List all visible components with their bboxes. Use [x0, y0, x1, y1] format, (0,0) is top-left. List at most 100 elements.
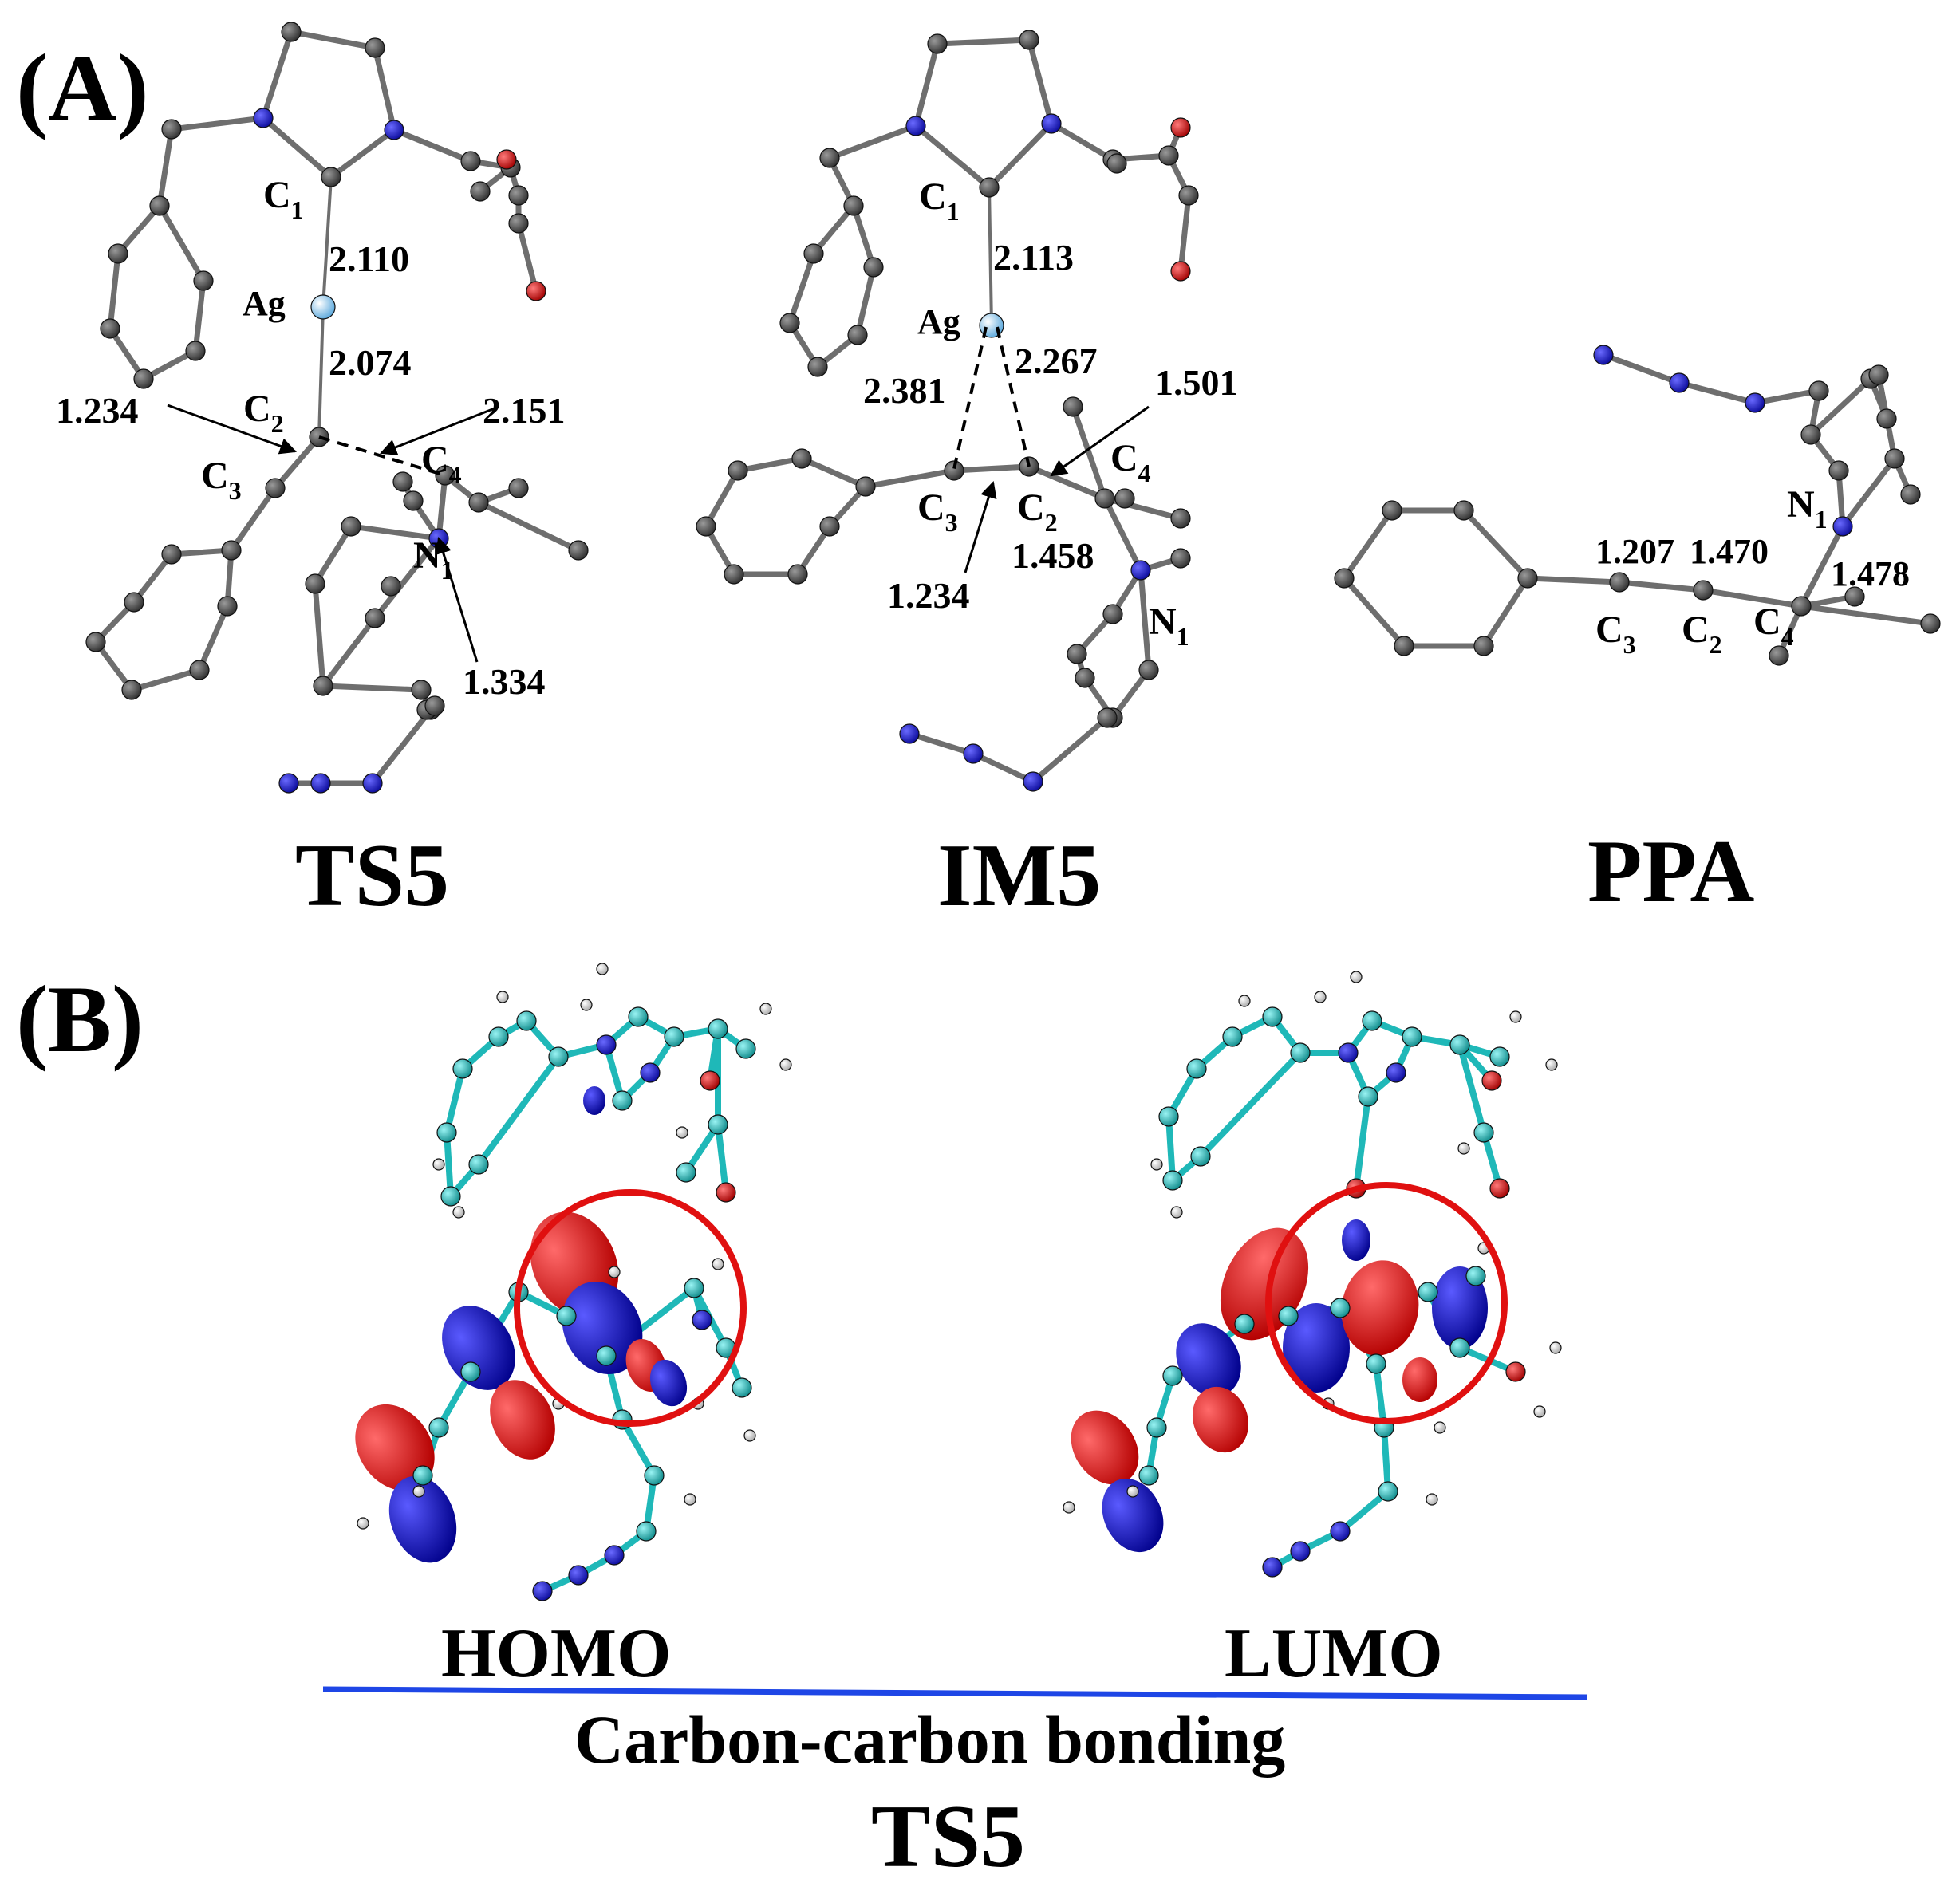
lumo-orbital-lobe-negative — [1102, 1478, 1164, 1553]
ts5-n1-label: N1 — [413, 534, 454, 585]
ts5-atom-n-2 — [384, 120, 404, 140]
ppa-atom-c-7 — [1693, 580, 1714, 601]
ppa-atom-c-12 — [1828, 460, 1849, 481]
ppa-bond-23 — [1808, 376, 1874, 438]
lumo-atom-cm-10 — [1489, 1046, 1510, 1067]
ts5-bond-8 — [107, 250, 121, 332]
im5-atom-c-8 — [779, 313, 800, 333]
homo-atom-n-34 — [532, 1581, 553, 1601]
lumo-atom-h-45 — [1533, 1405, 1546, 1418]
im5-atom-c-21 — [855, 476, 876, 497]
ppa-dist-c2-c4: 1.470 — [1690, 532, 1769, 571]
homo-atom-cm-1 — [488, 1026, 509, 1047]
ppa-bond-16 — [1752, 388, 1822, 406]
lumo-atom-h-20 — [1509, 1010, 1522, 1023]
ts5-atom-c-9 — [133, 368, 154, 389]
homo-label: HOMO — [441, 1615, 671, 1692]
ts5-atom-c-24 — [124, 592, 144, 613]
ppa-bond-12 — [1798, 523, 1846, 609]
ts5-atom-c-33 — [568, 540, 589, 561]
ts5-dist-c2-c3: 1.234 — [56, 390, 139, 431]
ts5-atom-c-39 — [365, 608, 385, 628]
lumo-atom-n-33 — [1290, 1541, 1311, 1562]
lumo-atom-cm-29 — [1366, 1353, 1386, 1374]
ts5-atom-c-26 — [121, 680, 142, 700]
homo-bond-12 — [715, 1121, 729, 1196]
im5-atom-c-19 — [944, 460, 964, 481]
lumo-atom-cm-3 — [1290, 1042, 1311, 1063]
im5-atom-c-27 — [819, 516, 840, 537]
panel-b-label: (B) — [16, 966, 144, 1072]
im5-bond-42 — [1030, 715, 1110, 785]
ppa-bond-8 — [1700, 587, 1804, 609]
ppa-dist-c3-c2: 1.207 — [1595, 532, 1674, 571]
lumo-bond-21 — [1373, 1361, 1387, 1431]
im5-bond-24 — [703, 467, 741, 530]
ppa-atom-c-4 — [1473, 636, 1494, 656]
lumo-atom-cm-8 — [1358, 1086, 1378, 1107]
im5-bond-2 — [986, 120, 1055, 191]
homo-atom-o-12 — [716, 1182, 736, 1203]
ts5-bond-25 — [131, 551, 175, 605]
lumo-atom-cm-31 — [1378, 1481, 1398, 1502]
im5-bond-1 — [1026, 37, 1055, 127]
ppa-atom-c-8 — [1791, 596, 1812, 617]
lumo-atom-cm-9 — [1449, 1034, 1470, 1055]
im5-ag-label: Ag — [917, 302, 960, 341]
ts5-bond-12 — [156, 203, 207, 284]
im5-bond-0 — [934, 37, 1032, 47]
homo-atom-cm-0 — [452, 1058, 473, 1079]
im5-bond-40 — [1138, 567, 1152, 673]
im5-bond-44 — [906, 731, 976, 757]
im5-atom-c-35 — [1067, 644, 1087, 664]
lumo-atom-n-32 — [1330, 1521, 1351, 1542]
homo-atom-cm-39 — [428, 1417, 449, 1438]
bracket-divider-line — [322, 1686, 1588, 1700]
ppa-bond-18 — [1600, 352, 1682, 386]
homo-atom-cm-17 — [468, 1154, 489, 1175]
lumo-atom-cm-11 — [1473, 1122, 1494, 1143]
ppa-atom-c-9 — [1769, 645, 1789, 666]
homo-atom-n-4 — [596, 1034, 617, 1055]
im5-structure-name: IM5 — [937, 826, 1101, 925]
ts5-atom-c-8 — [100, 318, 120, 339]
im5-atom-c-13 — [1158, 145, 1179, 166]
homo-atom-cm-40 — [412, 1465, 433, 1486]
ts5-bond-44 — [369, 707, 434, 786]
homo-orbital-lobe-negative — [388, 1475, 457, 1563]
ts5-atom-ag-19 — [310, 294, 336, 320]
ts5-bond-1 — [372, 45, 397, 133]
lumo-atom-cm-27 — [1278, 1306, 1299, 1326]
homo-atom-h-43 — [412, 1485, 425, 1498]
ts5-atom-c-12 — [460, 151, 481, 171]
lumo-bond-15 — [1165, 1113, 1176, 1184]
ppa-atom-c-14 — [1800, 424, 1821, 445]
lumo-atom-cm-14 — [1158, 1106, 1179, 1127]
homo-atom-h-44 — [712, 1258, 724, 1270]
im5-atom-n-41 — [963, 743, 984, 764]
ppa-c4-label: C4 — [1753, 601, 1794, 651]
ts5-dist-c2-c4: 2.151 — [483, 390, 566, 431]
homo-atom-h-45 — [743, 1429, 756, 1442]
im5-bond-21 — [862, 467, 957, 490]
homo-atom-n-33 — [568, 1565, 589, 1586]
im5-ag-c2-dashed-bond — [996, 326, 1031, 467]
im5-atom-c-15 — [1178, 185, 1199, 206]
homo-atom-cm-8 — [612, 1090, 633, 1111]
lumo-atom-h-21 — [1545, 1058, 1558, 1071]
ts5-bond-9 — [107, 325, 147, 382]
lumo-atom-cm-2 — [1262, 1006, 1283, 1027]
im5-atom-c-30 — [1170, 508, 1191, 529]
im5-dist-c3-c2: 1.234 — [887, 575, 970, 616]
ts5-arrow-1334 — [435, 536, 479, 663]
ts5-bond-31 — [436, 472, 448, 542]
ts5-dist-ag-c2: 2.074 — [329, 342, 412, 383]
ppa-atom-n-18 — [1745, 392, 1765, 413]
homo-atom-h-22 — [676, 1126, 688, 1139]
homo-orbital-lobe-positive — [355, 1404, 435, 1491]
ts5-atom-o-16 — [526, 281, 546, 301]
ts5-atom-n-45 — [278, 773, 299, 794]
homo-atom-h-18 — [596, 963, 609, 975]
homo-atom-cm-28 — [596, 1345, 617, 1366]
